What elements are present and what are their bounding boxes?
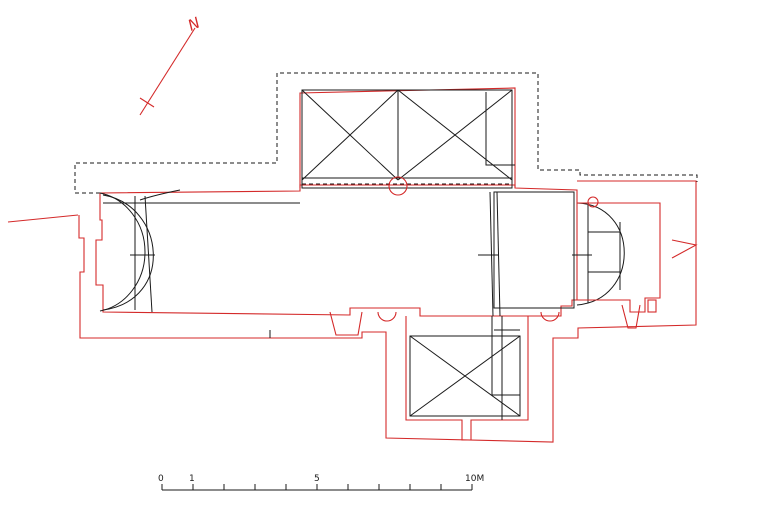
north-pillar-circle [388, 176, 408, 196]
north-arrow-line [139, 27, 196, 116]
south-chapel-inner-wall [405, 316, 529, 441]
south-chapel-inner-step [491, 316, 520, 396]
scale-label-10m: 10M [465, 474, 484, 484]
south-pier-arc-2 [540, 311, 560, 322]
east-pillar-circle [587, 196, 599, 208]
outer-wall-perimeter [78, 180, 697, 443]
scale-label-5: 5 [314, 474, 320, 484]
west-apse-arc-top [139, 189, 181, 201]
east-buttress-triangle [671, 239, 698, 259]
scale-bar-ticks [161, 484, 473, 490]
nave-inner-outline [95, 184, 578, 317]
north-arrow-crossbar [139, 97, 155, 108]
south-pier-arc-1 [377, 311, 397, 322]
scale-label-0: 0 [158, 474, 164, 484]
crossing-line-1 [489, 191, 494, 317]
west-apse-curve [102, 194, 154, 311]
east-apse-curve [576, 202, 625, 306]
crossing-line-2 [496, 191, 501, 317]
east-small-pier [647, 299, 657, 313]
crossing-frame [493, 191, 575, 309]
north-label: N [185, 14, 203, 35]
scale-label-1: 1 [189, 474, 195, 484]
east-buttress [621, 304, 641, 329]
east-chapel-wall [577, 202, 661, 313]
north-chapel-inner-step [485, 92, 515, 166]
north-vault-rib-4 [397, 89, 513, 181]
west-apse-arc [99, 192, 146, 312]
scale-bar: 0 1 5 10M [158, 474, 484, 491]
south-buttress-1 [329, 311, 363, 336]
former-outline-dashed [74, 72, 698, 194]
south-chapel-vault-frame [409, 335, 521, 417]
entrance-axis-line [7, 214, 79, 223]
west-apse-line-2 [144, 195, 153, 313]
north-arrow: N [139, 14, 203, 116]
north-vault-rib-2 [301, 89, 399, 181]
